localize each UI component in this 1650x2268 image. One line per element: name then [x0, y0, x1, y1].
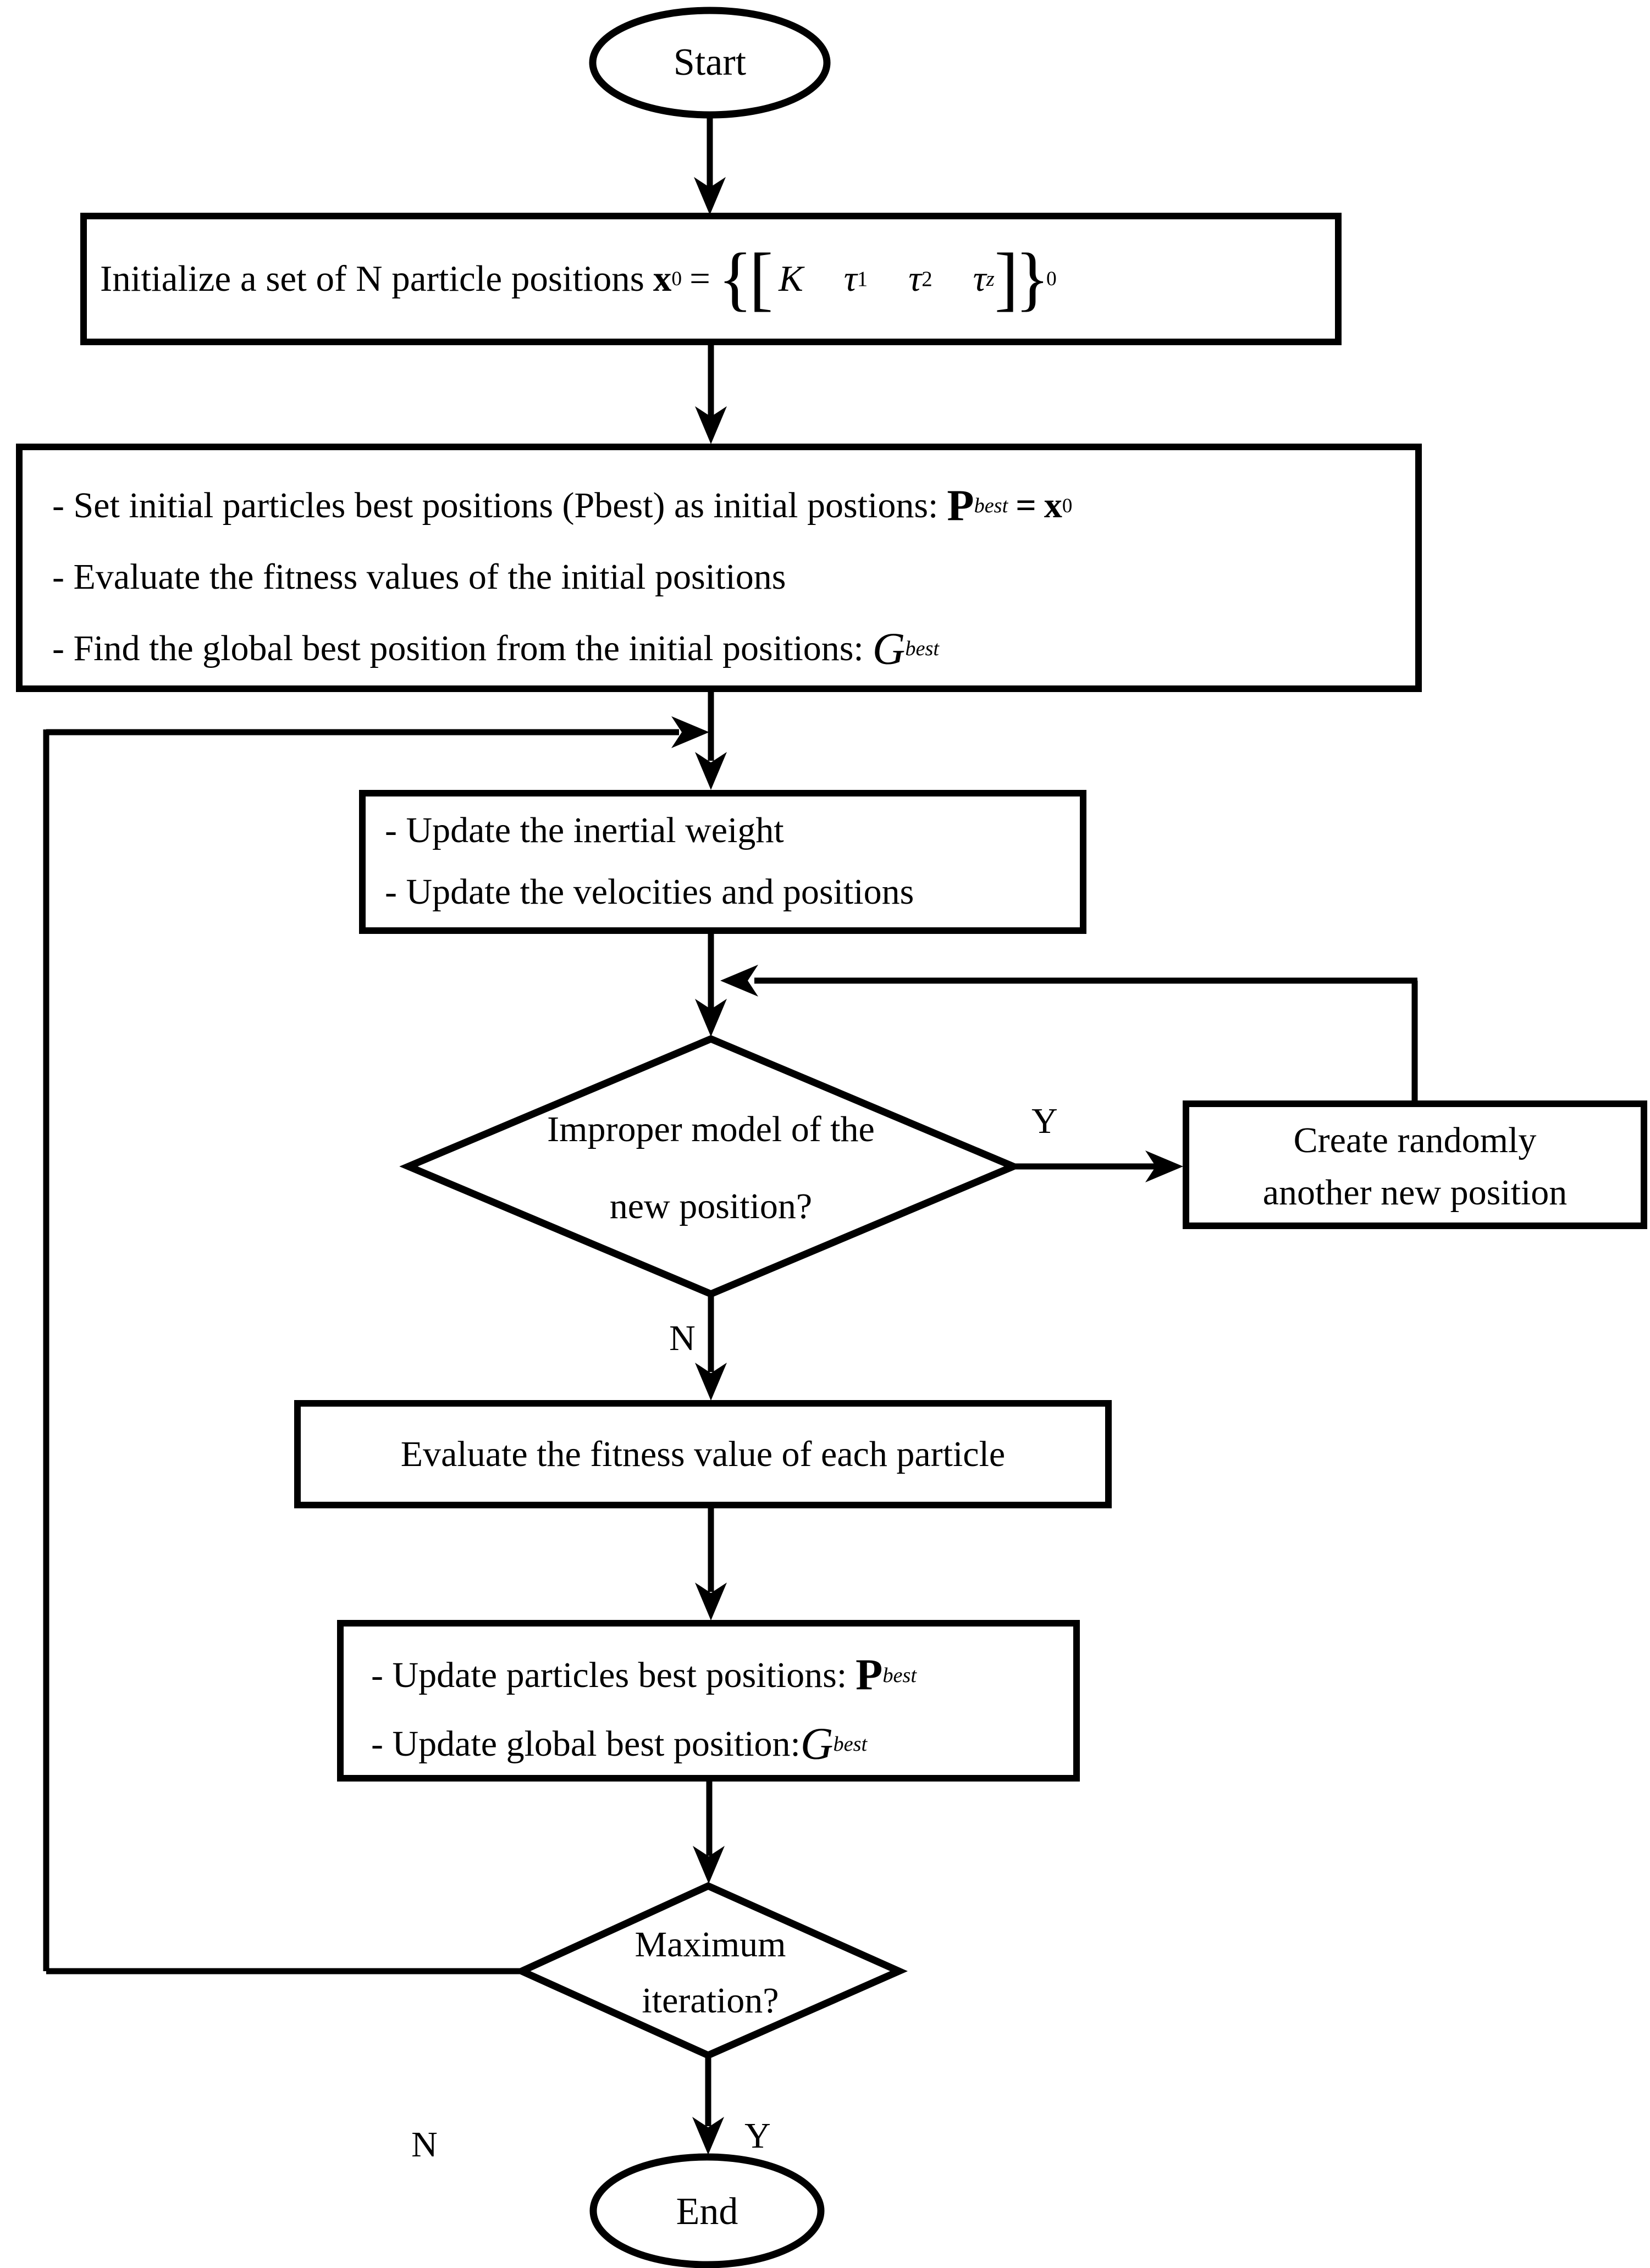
init-box [80, 213, 1342, 345]
arrowhead-feedback-left [720, 965, 758, 997]
init-k: K [779, 258, 803, 299]
init-tau1: τ [843, 258, 857, 299]
arrowhead-merge-right [671, 716, 709, 748]
gbest-symbol: G [872, 623, 906, 674]
arrowhead-into-create [1145, 1150, 1183, 1182]
arrowhead-into-improper [695, 999, 727, 1037]
arrowhead-into-maxiter [693, 1846, 725, 1884]
init-text: Initialize a set of N particle positions [100, 258, 644, 299]
update-best-line2-text: - Update global best position: [371, 1723, 801, 1764]
start-label: Start [673, 41, 747, 84]
update-weight-line1: - Update the inertial weight [385, 810, 784, 850]
arrowhead-into-setinitial [695, 406, 727, 444]
improper-model-yes-label: Y [1031, 1101, 1058, 1141]
improper-model-no-label: N [669, 1318, 696, 1358]
end-ellipse [589, 2153, 825, 2268]
evaluate-fitness-box [294, 1400, 1112, 1508]
end-label: End [676, 2190, 738, 2233]
create-random-box [1183, 1100, 1647, 1229]
evaluate-fitness-text: Evaluate the fitness value of each parti… [400, 1434, 1006, 1474]
init-equals: = [689, 258, 710, 299]
update-gbest-symbol: G [800, 1718, 834, 1769]
max-iteration-line1: Maximum [634, 1924, 786, 1965]
init-tauz: τ [973, 258, 986, 299]
set-initial-box [16, 444, 1422, 692]
init-open-braces: {[ [718, 239, 773, 319]
max-iteration-no-label: N [411, 2125, 438, 2165]
init-tau2: τ [908, 258, 922, 299]
pbest-symbol: P [947, 480, 974, 530]
set-initial-equals: = [1016, 485, 1036, 525]
set-initial-line1-text: - Set initial particles best positions (… [52, 485, 939, 525]
improper-model-diamond [399, 1035, 1023, 1298]
update-best-box [337, 1620, 1080, 1782]
improper-model-line1: Improper model of the [547, 1109, 875, 1149]
max-iteration-diamond [513, 1882, 908, 2060]
init-close-braces: ]} [994, 239, 1050, 319]
update-best-line1-text: - Update particles best positions: [371, 1655, 847, 1695]
set-initial-line1: - Set initial particles best positions (… [52, 480, 1073, 530]
update-pbest-symbol: P [856, 1650, 883, 1700]
update-weight-box [359, 790, 1086, 934]
arrowhead-into-init [694, 177, 726, 215]
max-iteration-line2: iteration? [642, 1981, 779, 2021]
create-random-line1: Create randomly [1293, 1120, 1537, 1160]
set-initial-x: x [1044, 485, 1062, 525]
arrowhead-into-updatebest [695, 1583, 727, 1620]
arrowhead-into-evaluate [695, 1363, 727, 1401]
update-weight-line2: - Update the velocities and positions [385, 872, 914, 912]
create-random-line2: another new position [1262, 1172, 1568, 1213]
set-initial-line3: - Find the global best position from the… [52, 623, 939, 674]
start-ellipse [589, 7, 831, 119]
max-iteration-yes-label: Y [744, 2115, 771, 2156]
init-x: x [653, 258, 672, 299]
arrowhead-into-update [695, 752, 727, 790]
arrowhead-into-end [692, 2117, 724, 2155]
set-initial-line2: - Evaluate the fitness values of the ini… [52, 557, 786, 597]
init-box-text: Initialize a set of N particle positions… [100, 239, 1057, 319]
set-initial-line3-text: - Find the global best position from the… [52, 628, 864, 668]
improper-model-line2: new position? [609, 1186, 813, 1226]
